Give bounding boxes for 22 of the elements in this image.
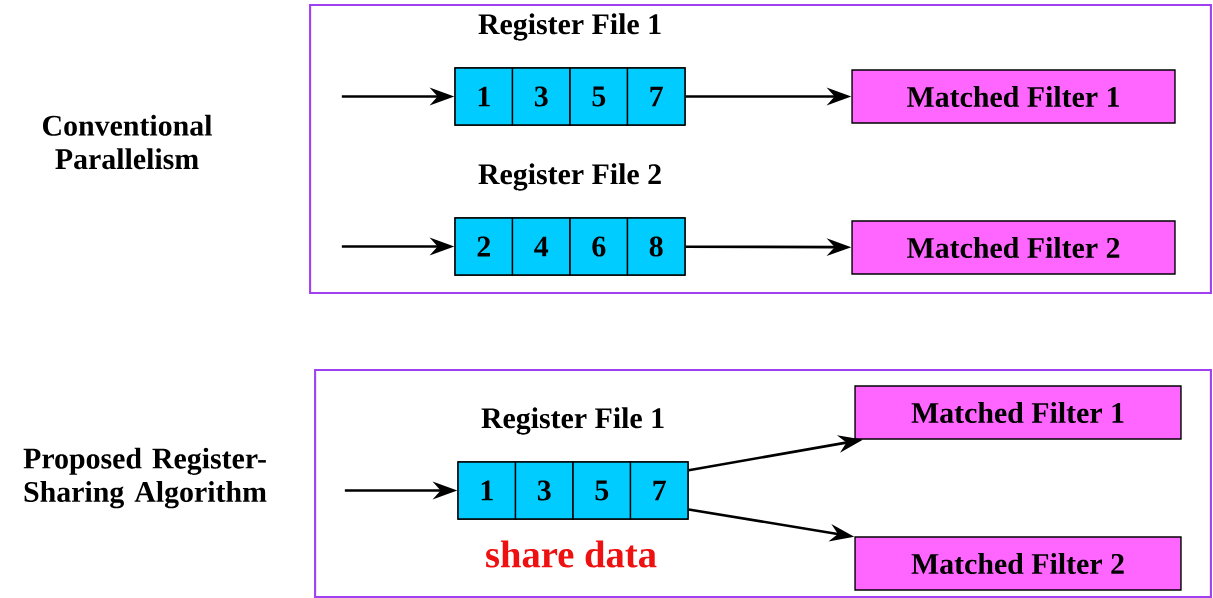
filter-box: Matched Filter 1 — [854, 385, 1182, 440]
filter-box: Matched Filter 1 — [851, 69, 1176, 124]
register-cell: 8 — [626, 217, 686, 276]
register-cell: 3 — [514, 461, 574, 520]
register-title: Register File 2 — [478, 163, 661, 191]
register-cell: 1 — [454, 67, 514, 126]
filter-box: Matched Filter 2 — [854, 536, 1182, 591]
register-cell: 5 — [569, 67, 629, 126]
side-heading: Conventional Parallelism — [43, 114, 212, 170]
register-title: Register File 1 — [481, 407, 664, 435]
register-cell: 3 — [511, 67, 571, 126]
register-cell: 4 — [511, 217, 571, 276]
filter-box: Matched Filter 2 — [851, 220, 1176, 275]
side-heading: Proposed Register-Sharing Algorithm — [23, 447, 267, 509]
register-cell: 6 — [569, 217, 629, 276]
note-text: share data — [486, 540, 657, 568]
register-title: Register File 1 — [478, 13, 661, 41]
register-cell: 2 — [454, 217, 514, 276]
register-cell: 5 — [572, 461, 632, 520]
register-cell: 7 — [626, 67, 686, 126]
register-cell: 1 — [457, 461, 517, 520]
register-cell: 7 — [629, 461, 689, 520]
